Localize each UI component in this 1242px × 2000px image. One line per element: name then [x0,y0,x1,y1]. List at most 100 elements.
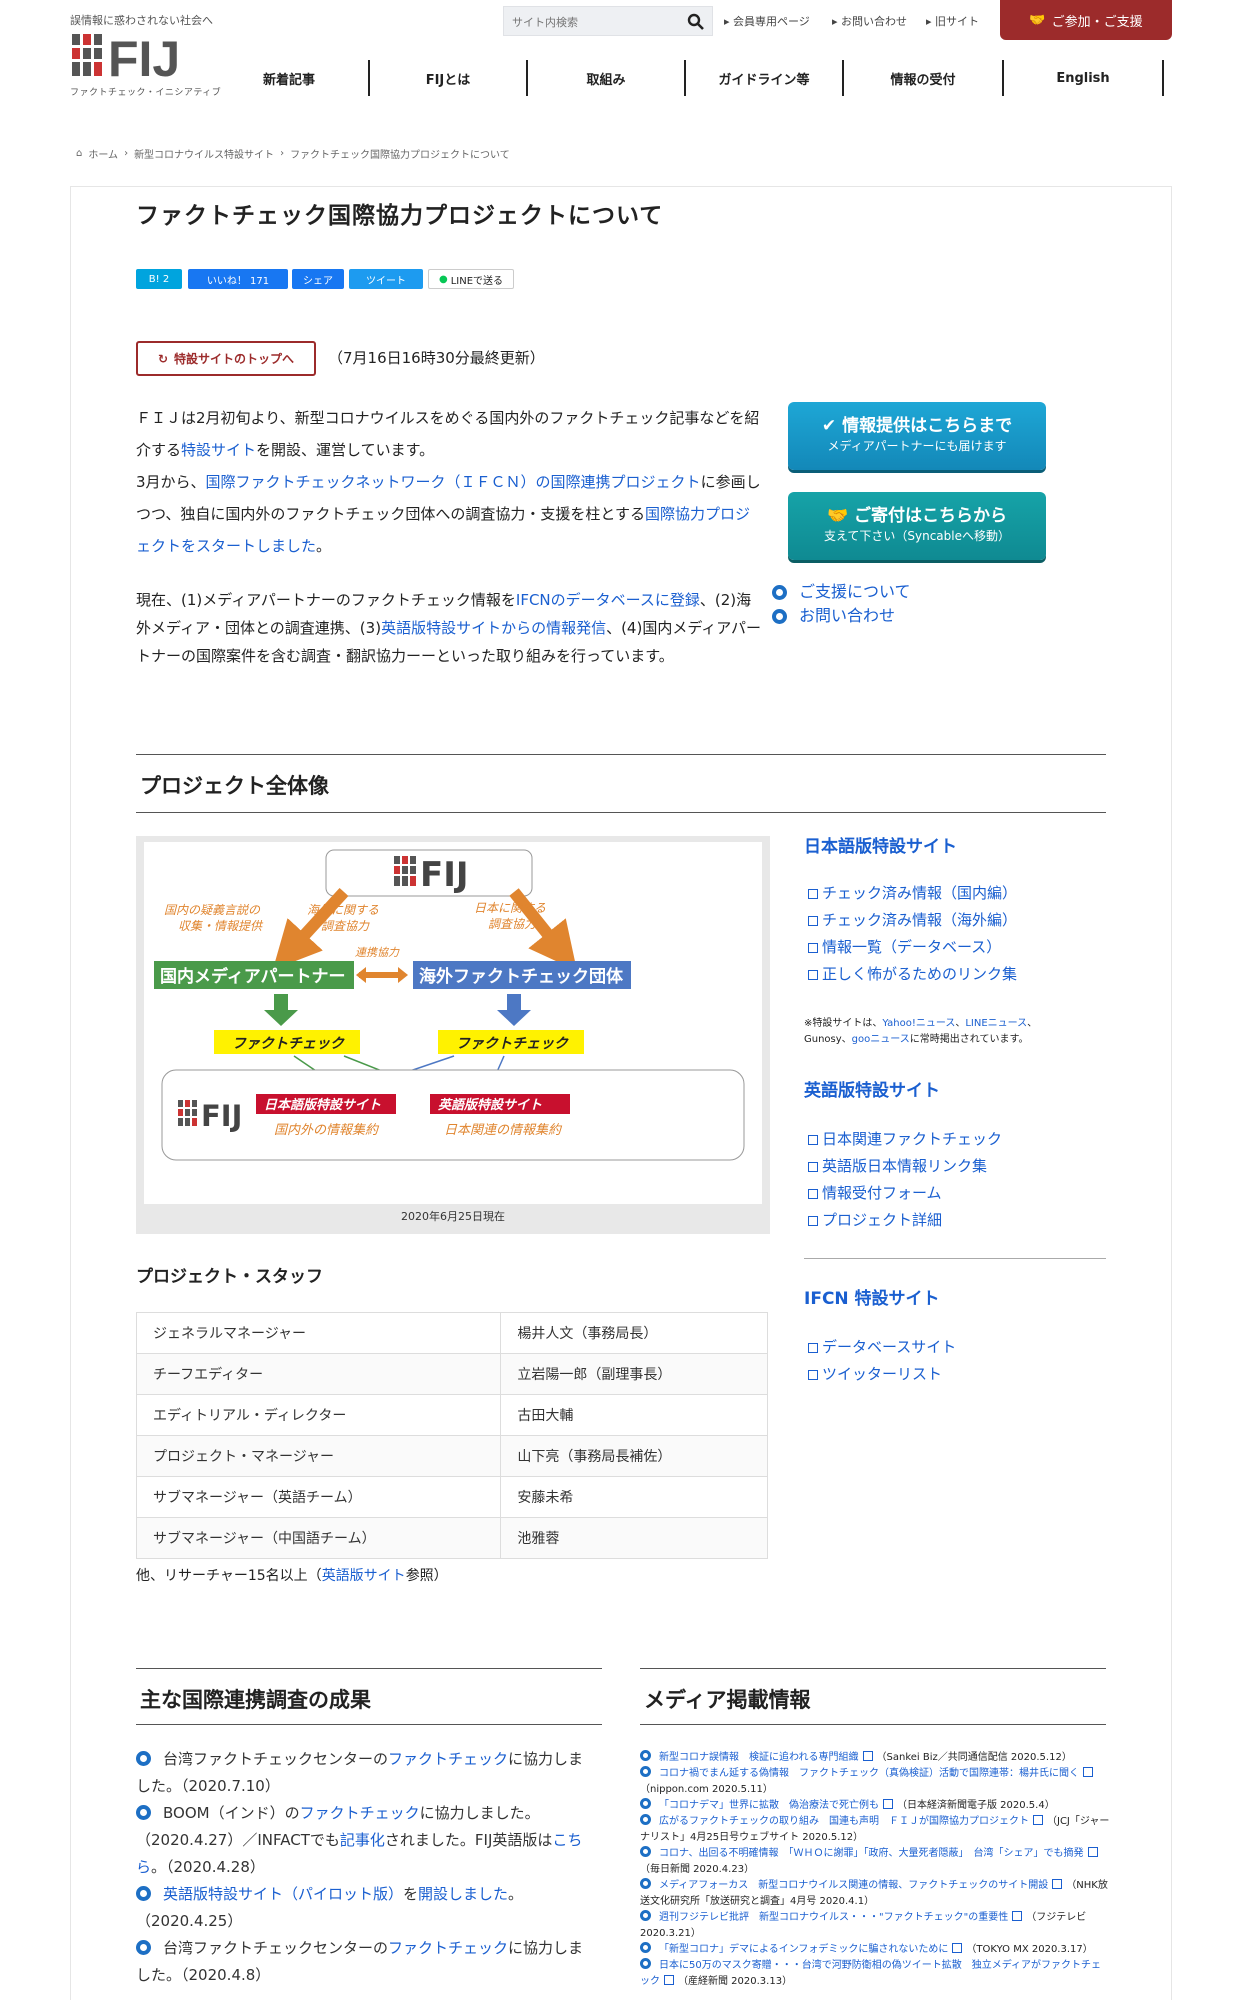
line-news-link[interactable]: LINEニュース [965,1018,1028,1029]
media-link[interactable]: 新型コロナ誤情報 検証に追われる専門組織 [659,1752,859,1763]
facebook-share-button[interactable]: シェア [292,269,344,289]
jp-link-1[interactable]: チェック済み情報（海外編） [804,907,1017,934]
diagram-label-collect-2: 収集・情報提供 [178,919,264,933]
bullet-icon [640,1814,651,1825]
nav-submit-info[interactable]: 情報の受付 [844,60,1004,96]
external-link-icon [808,1216,818,1226]
media-link[interactable]: 「コロナデマ」世界に拡散 偽治療法で死亡例も [659,1800,879,1811]
results-heading: 主な国際連携調査の成果 [140,1688,371,1712]
support-button[interactable]: 🤝ご参加・ご支援 [1000,0,1172,40]
media-link[interactable]: メディアフォーカス 新型コロナウイルス関連の情報、ファクトチェックのサイト開設 [659,1880,1049,1891]
jp-link-2[interactable]: 情報一覧（データベース） [804,934,1017,961]
en-link-1[interactable]: 英語版日本情報リンク集 [804,1153,1002,1180]
donate-button[interactable]: 🤝 ご寄付はこちらから支えて下さい（Syncableへ移動） [788,492,1046,560]
external-link-icon [808,1370,818,1380]
support-info-link[interactable]: ご支援について [799,582,911,601]
list-item: メディアフォーカス 新型コロナウイルス関連の情報、ファクトチェックのサイト開設（… [640,1878,1108,1907]
media-link[interactable]: 広がるファクトチェックの取り組み 国連も声明 ＦＩＪが国際協力プロジェクト [659,1816,1029,1827]
hatena-button[interactable]: B! 2 [136,269,182,289]
tagline: 誤情報に惑わされない社会へ [70,14,213,27]
submit-info-button[interactable]: ✔ 情報提供はこちらまでメディアパートナーにも届けます [788,402,1046,470]
home-icon: ⌂ [76,148,83,159]
table-row: ジェネラルマネージャー楊井人文（事務局長） [135,1312,768,1354]
portal-note: ※特設サイトは、Yahoo!ニュース、LINEニュース、Gunosy、gooニュ… [804,1018,1038,1045]
search-icon[interactable] [686,12,706,32]
search-box [503,6,713,36]
result-link[interactable]: 英語版特設サイト（パイロット版） [163,1885,404,1903]
jp-link-0[interactable]: チェック済み情報（国内編） [804,880,1017,907]
table-row: チーフエディター立岩陽一郎（副理事長） [135,1353,768,1395]
logo-subtitle: ファクトチェック・イニシアティブ [70,88,222,98]
en-link-0[interactable]: 日本関連ファクトチェック [804,1126,1002,1153]
nav-about[interactable]: FIJとは [370,60,528,96]
list-item: 「コロナデマ」世界に拡散 偽治療法で死亡例も（日本経済新聞電子版 2020.5.… [640,1798,1110,1814]
search-input[interactable] [512,12,682,32]
tweet-button[interactable]: ツイート [349,269,423,289]
result-link[interactable]: ファクトチェック [388,1750,509,1768]
nav-activities[interactable]: 取組み [528,60,686,96]
nav-guidelines[interactable]: ガイドライン等 [686,60,844,96]
external-link-icon [808,1343,818,1353]
special-site-top-button[interactable]: ↻特設サイトのトップへ [136,341,316,376]
jp-link-3[interactable]: 正しく怖がるためのリンク集 [804,961,1017,988]
box-jp-site: 日本語版特設サイト [264,1097,381,1113]
media-list: 新型コロナ誤情報 検証に追われる専門組織（Sankei Biz／共同通信配信 2… [640,1750,1110,1990]
diagram-label-collect-1: 国内の疑義言説の [164,903,261,917]
contact-link[interactable]: お問い合わせ [799,606,896,625]
goo-link[interactable]: goo [851,1034,871,1045]
en-link-2[interactable]: 情報受付フォーム [804,1180,1002,1207]
nav-english[interactable]: English [1004,60,1164,96]
fc-box-left: ファクトチェック [232,1036,345,1052]
external-link-icon [1012,1911,1023,1921]
facebook-like-button[interactable]: いいね！ 171 [188,269,288,289]
ifcn-site-heading[interactable]: IFCN 特設サイト [804,1289,940,1309]
table-row: エディトリアル・ディレクター古田大輔 [135,1394,768,1436]
ifcn-database-link[interactable]: IFCNのデータベースに登録 [515,591,700,609]
refresh-icon: ↻ [157,351,169,366]
results-list: 台湾ファクトチェックセンターのファクトチェックに協力しました。（2020.7.1… [136,1746,588,1989]
diagram-label-japan-1: 日本に関する [474,901,546,915]
special-site-link[interactable]: 特設サイト [181,441,257,459]
media-link[interactable]: 「新型コロナ」デマによるインフォデミックに騙されないために [659,1944,949,1955]
media-link[interactable]: コロナ、出回る不明確情報 「ＷＨＯに謝罪」「政府、大量死者隠蔽」 台湾「シェア」… [659,1848,1084,1859]
english-site-link-2[interactable]: 英語版サイト [321,1568,406,1584]
list-item: 広がるファクトチェックの取り組み 国連も声明 ＦＩＪが国際協力プロジェクト（JC… [640,1814,1110,1843]
result-link[interactable]: こちら [136,1831,583,1876]
result-link[interactable]: ファクトチェック [388,1939,509,1957]
media-link[interactable]: 週刊フジテレビ批評 新型コロナウイルス・・・"ファクトチェック"の重要性 [659,1912,1009,1923]
media-link[interactable]: コロナ禍でまん延する偽情報 ファクトチェック（真偽検証）活動で国際連帯：楊井氏に… [659,1768,1079,1779]
external-link-icon [952,1943,963,1953]
intro-paragraph-1: ＦＩＪは2月初旬より、新型コロナウイルスをめぐる国内外のファクトチェック記事など… [136,409,761,555]
breadcrumb-covid[interactable]: 新型コロナウイルス特設サイト [134,150,275,161]
box-en-site-sub: 日本関連の情報集約 [444,1123,563,1138]
list-item: 台湾ファクトチェックセンターのファクトチェックに協力しました。（2020.4.8… [136,1939,584,1984]
ifcn-site-links: データベースサイト ツイッターリスト [804,1334,956,1388]
intl-project-link[interactable]: 国際協力プロジェクトをスタートしました [136,505,750,555]
media-link[interactable]: 日本に50万のマスク寄贈・・・台湾で河野防衛相の偽ツイート拡散 独立メディアがフ… [640,1960,1102,1987]
yahoo-link[interactable]: Yahoo!ニュース [882,1018,956,1029]
side-links: ご支援について お問い合わせ [772,580,911,628]
fij-logo[interactable]: FIJ [70,30,220,87]
breadcrumb: ⌂ ホーム › 新型コロナウイルス特設サイト › ファクトチェック国際協力プロジ… [76,146,510,161]
goo-news-link[interactable]: ニュース [870,1034,910,1045]
util-link-old-site[interactable]: ▸ 旧サイト [926,15,980,28]
util-link-members[interactable]: ▸ 会員専用ページ [724,15,810,28]
en-link-3[interactable]: プロジェクト詳細 [804,1207,1002,1234]
ifcn-link-1[interactable]: ツイッターリスト [804,1361,956,1388]
util-link-contact[interactable]: ▸ お問い合わせ [832,15,908,28]
nav-new-articles[interactable]: 新着記事 [210,60,370,96]
en-site-heading[interactable]: 英語版特設サイト [804,1081,940,1101]
last-updated: （7月16日16時30分最終更新） [328,349,545,367]
ifcn-link-0[interactable]: データベースサイト [804,1334,956,1361]
external-link-icon [808,943,818,953]
content-card [70,186,1172,2000]
ifcn-project-link[interactable]: 国際ファクトチェックネットワーク（ＩＦＣＮ）の国際連携プロジェクト [205,473,701,491]
jp-site-heading[interactable]: 日本語版特設サイト [804,837,957,857]
line-share-button[interactable]: ●LINEで送る [428,269,514,289]
result-link[interactable]: ファクトチェック [299,1804,420,1822]
result-link[interactable]: 開設しました [418,1885,509,1903]
page-title: ファクトチェック国際協力プロジェクトについて [136,203,664,229]
english-site-link[interactable]: 英語版特設サイトからの情報発信 [381,619,607,637]
result-link[interactable]: 記事化 [339,1831,385,1849]
breadcrumb-home[interactable]: ホーム [88,150,119,161]
